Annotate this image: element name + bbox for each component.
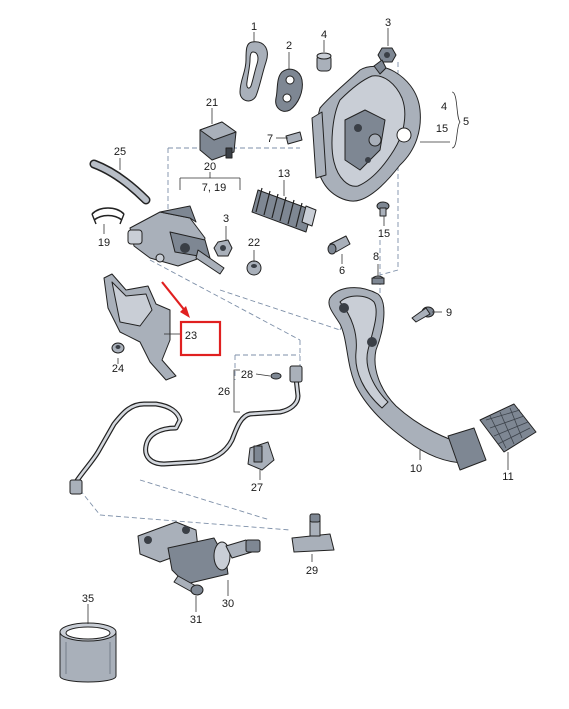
callout-5: 5 [463, 116, 469, 128]
part-15-bolt [376, 201, 390, 217]
callout-9: 9 [446, 307, 452, 319]
callout-31: 31 [190, 614, 202, 626]
part-29-connector [291, 513, 335, 553]
part-1-gasket [239, 41, 268, 102]
highlight-target-23 [161, 281, 222, 357]
part-25-hose [89, 159, 151, 205]
callout-27: 27 [251, 482, 263, 494]
callout-15-lower: 15 [378, 228, 390, 240]
callout-11: 11 [502, 471, 513, 483]
callout-3-middle: 3 [223, 213, 229, 225]
callout-4-top: 4 [321, 29, 327, 41]
part-11-pedal-pad [479, 403, 537, 453]
callout-4-right: 4 [441, 101, 447, 113]
callout-25: 25 [114, 146, 126, 158]
part-31-bolt [173, 575, 204, 596]
part-21-switch [199, 121, 237, 161]
part-24-nut [111, 342, 125, 354]
part-4-bushing [316, 52, 332, 72]
part-13-spring [251, 187, 317, 233]
pedal-bracket-assembly [311, 59, 421, 202]
callout-19: 19 [98, 237, 110, 249]
part-6-pivot-pin [327, 235, 351, 255]
callout-7-19: 7, 19 [202, 182, 226, 194]
callout-30: 30 [222, 598, 234, 610]
part-26-hydraulic-line [69, 365, 303, 495]
callout-24: 24 [112, 363, 124, 375]
part-23-plate [103, 273, 177, 381]
callout-13: 13 [278, 168, 290, 180]
callout-1: 1 [251, 21, 257, 33]
callout-2: 2 [286, 40, 292, 52]
part-30-slave-cylinder [137, 521, 261, 585]
leader-lines [87, 28, 509, 624]
callout-8: 8 [373, 251, 379, 263]
callout-28: 28 [241, 369, 253, 381]
callout-35: 35 [82, 593, 94, 605]
part-3-nut-middle [213, 239, 233, 257]
callout-6: 6 [339, 265, 345, 277]
part-35-sleeve [59, 622, 117, 683]
part-10-clutch-pedal [328, 287, 487, 471]
callout-21: 21 [206, 97, 218, 109]
callout-15-right: 15 [436, 123, 448, 135]
callout-23: 23 [185, 330, 197, 342]
part-20-master-cylinder [127, 205, 225, 275]
callout-labels: 1 2 4 3 4 15 5 21 7 25 20 7, 19 13 3 22 … [82, 17, 514, 626]
part-19-clip [91, 207, 125, 225]
part-9-bolt [411, 306, 435, 323]
part-7-pin [285, 131, 303, 145]
part-3-nut-top [377, 47, 397, 63]
callout-3-top: 3 [385, 17, 391, 29]
part-27-clip [247, 441, 275, 471]
part-22-nut [246, 260, 262, 276]
part-28-seal [270, 372, 282, 380]
callout-20: 20 [204, 161, 216, 173]
callout-7: 7 [267, 133, 273, 145]
callout-26: 26 [218, 386, 230, 398]
callout-22: 22 [248, 237, 260, 249]
part-2-bracket [275, 68, 303, 112]
callout-10: 10 [410, 463, 422, 475]
callout-29: 29 [306, 565, 318, 577]
part-8-bushing [371, 275, 385, 285]
